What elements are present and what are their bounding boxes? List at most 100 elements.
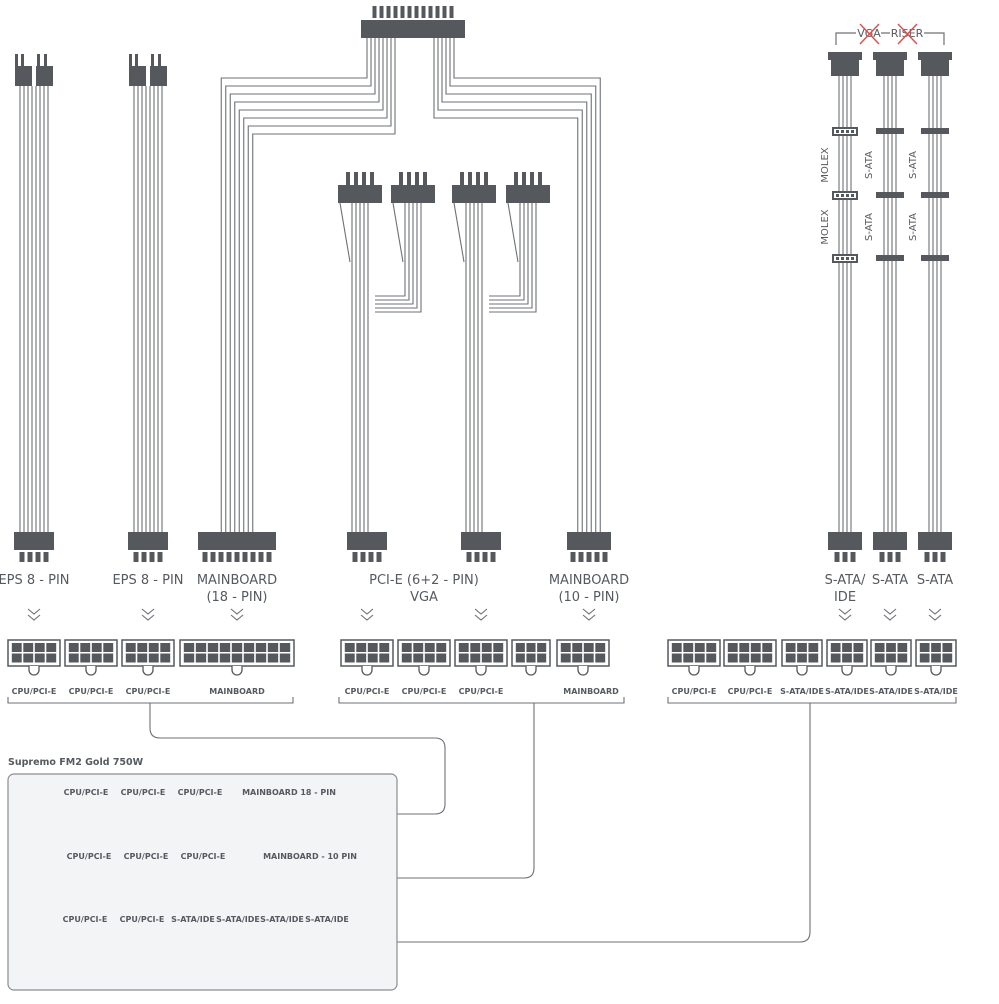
mainboard10-bottom-pin	[586, 552, 592, 562]
mainboard10-bottom-pin	[594, 552, 600, 562]
group2-socket-pin	[583, 653, 594, 663]
sata1-bottom-pin	[895, 552, 901, 562]
group3-socket-pin	[750, 653, 761, 663]
main-connector-pin	[428, 6, 433, 18]
group1-label-3: MAINBOARD	[209, 687, 265, 696]
pcie-a-head-pin	[423, 172, 427, 185]
mainboard18-bottom-pin	[258, 552, 264, 562]
group3-socket-pin	[727, 653, 738, 663]
mainboard18-bottom-pin	[210, 552, 216, 562]
group2-socket-pin	[595, 643, 606, 652]
mainboard18-wire	[234, 38, 380, 532]
label-mainboard18-line2: (18 - PIN)	[206, 590, 267, 605]
label-pcie-line1: PCI-E (6+2 - PIN)	[369, 573, 479, 588]
group1-socket-pin	[255, 653, 267, 663]
sata2-sata-plug	[921, 255, 949, 261]
pcie-a-clip-wire	[339, 202, 351, 263]
mainboard18-bottom-pin	[250, 552, 256, 562]
group2-label-0: CPU/PCI-E	[345, 687, 390, 696]
group2-socket-latch	[475, 666, 487, 676]
psu-row1-labels: CPU/PCI-E CPU/PCI-E CPU/PCI-E MAINBOARD …	[64, 788, 336, 797]
group1-socket-pin	[68, 643, 79, 652]
chevron-down-icon	[883, 614, 897, 621]
mainboard10-wire	[441, 38, 588, 532]
pcie-b-bottom-pin	[466, 552, 472, 562]
group3-socket-pin	[874, 653, 885, 663]
group1-labels: CPU/PCI-E CPU/PCI-E CPU/PCI-E MAINBOARD	[12, 687, 265, 696]
mainboard18-wire	[238, 38, 384, 532]
sataide-molex-plug	[832, 127, 858, 136]
group1-socket-pin	[11, 643, 22, 652]
group3-socket-pin	[931, 653, 941, 663]
psu-row3-label-0: CPU/PCI-E	[63, 915, 108, 924]
psu-title: Supremo FM2 Gold 750W	[8, 757, 144, 768]
sata1-sata-plug	[876, 128, 904, 134]
eps2-top-pin	[135, 54, 138, 66]
group3-label-4: S-ATA/IDE	[869, 687, 913, 696]
sataide-molex-pin	[851, 194, 854, 197]
group2-socket-pin	[560, 643, 571, 652]
pcie-b-wire	[489, 203, 537, 313]
group3-socket-pin	[886, 643, 896, 652]
group2-socket-pin	[493, 653, 504, 663]
label-mainboard10-line1: MAINBOARD	[549, 573, 629, 588]
group1-socket-pin	[195, 653, 207, 663]
group1-socket-pin	[80, 643, 91, 652]
group3-socket-pin	[874, 643, 885, 652]
group2-socket-pin	[526, 643, 536, 652]
group2-socket-pin	[481, 643, 492, 652]
group2-socket-pin	[470, 653, 481, 663]
group3-label-3: S-ATA/IDE	[825, 687, 869, 696]
pcie-b-head-pin	[484, 172, 488, 185]
pcie-a-wire	[375, 203, 410, 301]
chevron-down-icon	[474, 614, 488, 621]
sata2-sata-plug	[921, 192, 949, 198]
group1-socket-pin	[103, 653, 114, 663]
group3-socket-pin	[706, 643, 717, 652]
group3-socket-pin	[797, 643, 807, 652]
sataide-molex-pin	[841, 130, 844, 133]
sataide-top-plug	[831, 60, 859, 76]
group2-socket-latch	[577, 666, 589, 676]
pcie-b-bottom-pin	[490, 552, 496, 562]
eps1-bottom-plug	[14, 532, 54, 550]
group2-label-1: CPU/PCI-E	[402, 687, 447, 696]
group1-socket-pin	[231, 643, 243, 652]
pcie-a-wire	[375, 203, 418, 309]
pcie-b-head-pin	[476, 172, 480, 185]
sata2-top-plug-cap	[918, 52, 952, 60]
psu-row3-labels: CPU/PCI-E CPU/PCI-E S-ATA/IDE S-ATA/IDE …	[63, 915, 349, 924]
group1-socket-pin	[267, 653, 279, 663]
group3-label-1: CPU/PCI-E	[728, 687, 773, 696]
group3-socket-pin	[942, 643, 953, 652]
sata1-sata-plug	[876, 255, 904, 261]
group2-socket-pin	[436, 653, 447, 663]
eps1-top-plug-left	[15, 66, 32, 86]
group-bracket	[338, 697, 625, 704]
sata1-sata-plug	[876, 192, 904, 198]
group3-socket-pin	[919, 643, 930, 652]
main-connector-pin	[435, 6, 440, 18]
main-connector-pin	[449, 6, 454, 18]
route-line-1	[149, 703, 446, 815]
eps2-top-pin	[158, 54, 161, 66]
group1-label-2: CPU/PCI-E	[126, 687, 171, 696]
group1-socket-pin	[219, 653, 231, 663]
group1-socket-pin	[125, 653, 136, 663]
chevron-down-icon	[141, 614, 155, 621]
eps2-top-pin	[151, 54, 154, 66]
cables-layer	[19, 38, 942, 532]
chevron-down-icon	[230, 608, 244, 615]
group2-socket-pin	[379, 643, 390, 652]
mainboard18-wire	[220, 38, 368, 532]
group2-socket-latch	[418, 666, 430, 676]
group2-socket-pin	[458, 643, 469, 652]
group1-socket-pin	[279, 643, 291, 652]
chevron-down-icon	[582, 614, 596, 621]
sataide-molex-pin	[846, 130, 849, 133]
main-connector-pin	[407, 6, 412, 18]
vga-strike-icon	[859, 23, 880, 45]
psu-row2-label-2: CPU/PCI-E	[181, 852, 226, 861]
pcie-a-head-pin	[370, 172, 374, 185]
